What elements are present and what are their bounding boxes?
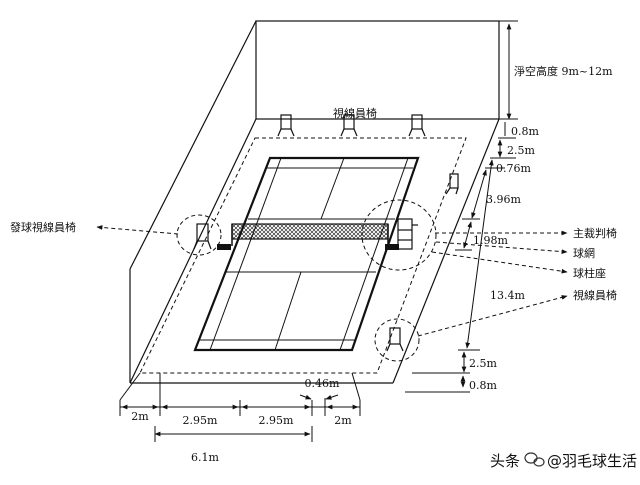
center-line-near — [274, 271, 302, 351]
dim-chair-zone-bottom: 2.5m — [469, 357, 497, 370]
dim-court-length: 13.4m — [490, 289, 525, 302]
dim-court-width: 6.1m — [191, 451, 219, 464]
dim-half-width-left: 2.95m — [183, 414, 218, 427]
wechat-icon — [524, 452, 545, 467]
hall-walls — [129, 20, 500, 384]
net-label: 球網 — [573, 246, 595, 260]
dim-half-width-right: 2.95m — [259, 414, 294, 427]
dim-bottom-gap: 0.8m — [469, 379, 497, 392]
dim-net-zone: 1.98m — [473, 234, 508, 247]
dim-side-right: 2m — [334, 414, 352, 427]
center-line-far — [320, 157, 345, 220]
line-judge-chair-right-label: 視線員椅 — [573, 288, 617, 302]
service-judge-chair-icon — [193, 223, 212, 250]
post-base-label: 球柱座 — [573, 266, 606, 280]
watermark-account: @羽毛球生活 — [547, 452, 637, 470]
court-outer — [193, 156, 420, 352]
dim-doubles-alley: 0.46m — [305, 377, 340, 390]
dim-side-left: 2m — [131, 410, 149, 423]
line-judge-chair-icon — [277, 114, 295, 137]
back-wall — [255, 20, 500, 120]
court — [193, 156, 420, 352]
dim-chair-zone-top: 2.5m — [507, 144, 535, 157]
right-dimensions — [405, 20, 518, 393]
highlight-circles — [176, 199, 437, 362]
dashed-boundary — [139, 137, 467, 374]
post-base-left — [217, 244, 231, 250]
line-judge-chair-icon — [408, 114, 426, 137]
line-judge-chair-icon — [445, 173, 459, 195]
watermark-prefix: 头条 — [490, 452, 520, 470]
chairs — [193, 114, 459, 352]
net-mesh — [231, 223, 389, 240]
dim-back-service: 0.76m — [496, 162, 531, 175]
bottom-dimensions — [119, 372, 361, 442]
leader-arrows — [96, 225, 568, 337]
circle-umpire-area — [361, 199, 437, 271]
umpire-chair-label: 主裁判椅 — [573, 226, 617, 240]
clear-height-label: 淨空高度 9m~12m — [514, 64, 613, 78]
post-base-right — [385, 244, 399, 250]
net — [217, 223, 399, 250]
circle-service-judge — [176, 214, 222, 256]
watermark: 头条 @羽毛球生活 — [490, 452, 637, 470]
singles-left — [209, 157, 282, 351]
service-judge-chair-label: 發球視線員椅 — [10, 220, 76, 234]
circle-line-judge — [374, 318, 420, 362]
line-judge-chair-icon — [340, 114, 358, 137]
left-wall-bottom-edge — [129, 118, 257, 384]
singles-right — [339, 157, 409, 351]
line-judge-chairs-top-label: 視線員椅 — [333, 106, 377, 120]
dim-service-depth: 3.96m — [486, 193, 521, 206]
umpire-chair-icon — [397, 218, 418, 250]
left-wall-top-edge — [129, 20, 257, 270]
line-judge-chair-icon — [386, 327, 404, 352]
dim-top-gap: 0.8m — [511, 125, 539, 138]
